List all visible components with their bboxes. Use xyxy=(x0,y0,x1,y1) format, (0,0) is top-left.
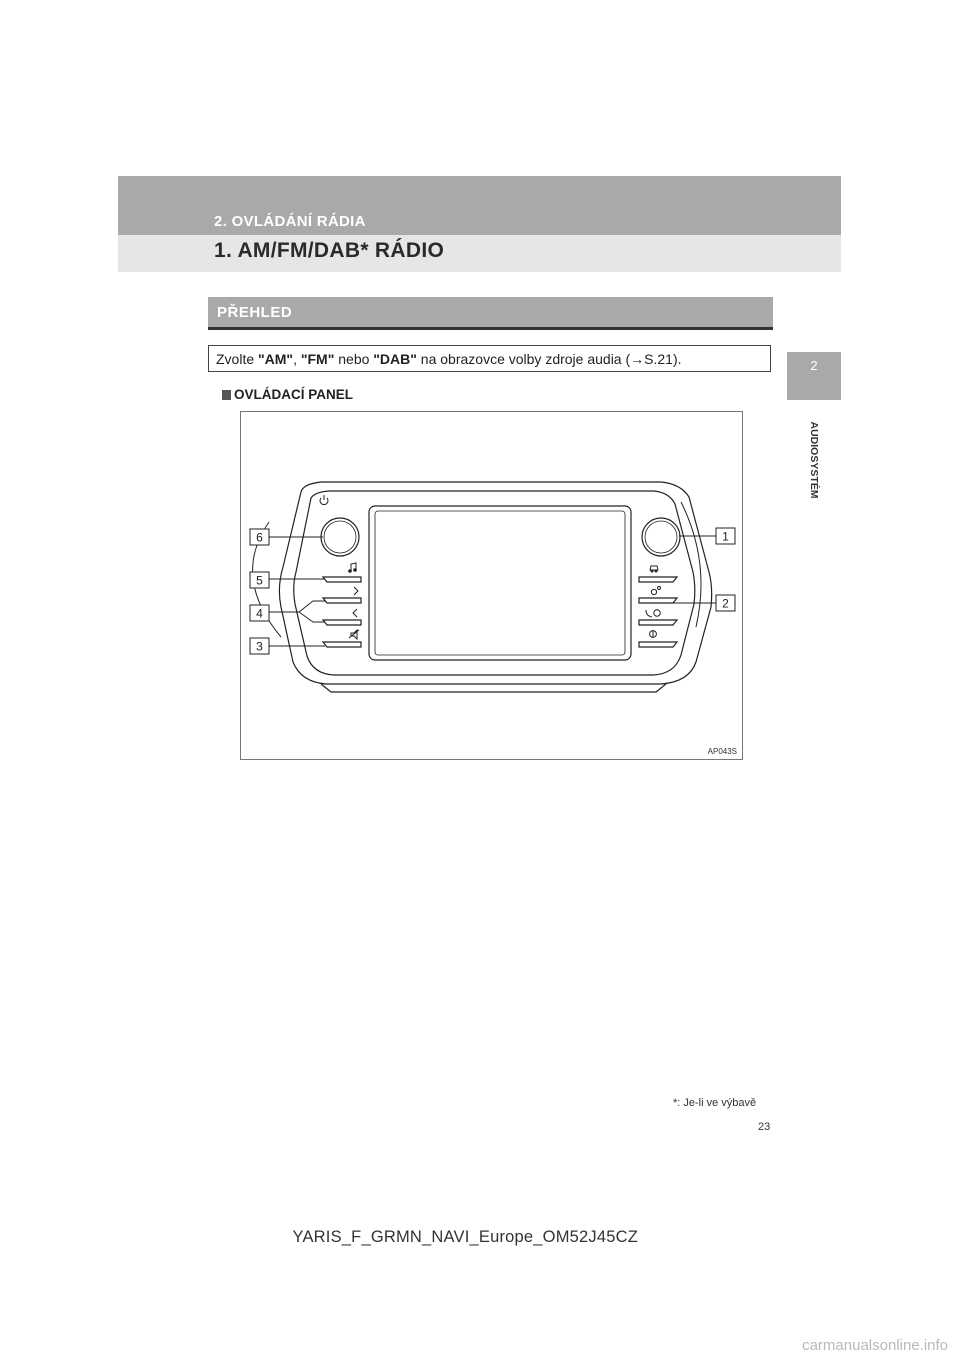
leader-4 xyxy=(269,600,325,623)
header-top-bar xyxy=(118,176,841,235)
right-button-3 xyxy=(638,619,679,626)
chapter-side-label-text: AUDIOSYSTÉM xyxy=(808,421,820,499)
callout-box-4 xyxy=(249,604,270,622)
right-arc xyxy=(680,501,702,628)
right-button-1 xyxy=(638,576,679,583)
section-rule xyxy=(208,327,773,330)
subheading: OVLÁDACÍ PANEL xyxy=(222,387,353,402)
footnote: *: Je-li ve výbavě xyxy=(673,1097,757,1109)
mute-icon xyxy=(348,628,360,641)
callout-box-1 xyxy=(715,527,736,545)
figure-code: AP043S xyxy=(707,747,737,756)
left-button-2 xyxy=(321,597,362,604)
panel-inner-outline xyxy=(293,490,696,676)
left-button-4 xyxy=(321,641,362,648)
music-note-icon xyxy=(348,562,357,573)
right-button-2 xyxy=(638,597,679,604)
panel-outline xyxy=(278,481,713,685)
phone-icon xyxy=(645,609,661,618)
document-code: YARIS_F_GRMN_NAVI_Europe_OM52J45CZ xyxy=(292,1228,638,1246)
section-heading: PŘEHLED xyxy=(208,297,773,328)
left-button-1 xyxy=(321,576,362,583)
callout-label-5: 5 xyxy=(256,574,263,588)
callout-box-3 xyxy=(249,637,270,655)
control-panel-illustration: 6 5 4 3 1 2 xyxy=(249,481,736,693)
callout-label-1: 1 xyxy=(722,530,729,544)
watermark: carmanualsonline.info xyxy=(802,1337,948,1354)
option-dab: "DAB" xyxy=(373,351,417,367)
control-panel-figure: 6 5 4 3 1 2 AP043S xyxy=(240,411,743,760)
seek-forward-icon xyxy=(353,586,359,596)
chapter-label: 2. OVLÁDÁNÍ RÁDIA xyxy=(214,213,366,230)
subheading-text: OVLÁDACÍ PANEL xyxy=(234,387,354,402)
instruction-suffix: na obrazovce volby zdroje audia (→S.21). xyxy=(416,351,682,367)
power-icon xyxy=(319,495,329,506)
header-band: 2. OVLÁDÁNÍ RÁDIA 1. AM/FM/DAB* RÁDIO xyxy=(118,176,841,272)
panel-chin xyxy=(320,683,667,693)
callout-label-6: 6 xyxy=(256,531,263,545)
car-icon xyxy=(649,565,659,573)
left-knob-ring xyxy=(323,520,357,554)
chapter-tab-number: 2 xyxy=(810,358,818,373)
callout-label-3: 3 xyxy=(256,640,263,654)
page-number: 23 xyxy=(758,1121,771,1133)
left-button-3 xyxy=(321,619,362,626)
right-button-4 xyxy=(638,641,679,648)
option-am: "AM" xyxy=(258,351,294,367)
callout-label-2: 2 xyxy=(722,597,729,611)
chapter-tab: 2 xyxy=(787,352,841,400)
settings-icon xyxy=(650,586,661,596)
left-knob xyxy=(320,517,360,557)
option-fm: "FM" xyxy=(300,351,335,367)
right-knob xyxy=(641,517,681,557)
right-knob-ring xyxy=(644,520,678,554)
seek-back-icon xyxy=(352,608,358,618)
chapter-side-label: AUDIOSYSTÉM xyxy=(799,410,829,510)
callout-box-2 xyxy=(715,594,736,612)
instruction-box: Zvolte "AM", "FM" nebo "DAB" na obrazovc… xyxy=(208,345,771,372)
callout-box-5 xyxy=(249,571,270,589)
display-screen xyxy=(368,505,632,661)
section-heading-text: PŘEHLED xyxy=(217,304,293,321)
navigation-icon xyxy=(649,630,657,638)
page-title: 1. AM/FM/DAB* RÁDIO xyxy=(214,239,445,262)
callout-label-4: 4 xyxy=(256,607,263,621)
callout-box-6 xyxy=(249,528,270,546)
instruction-text: Zvolte "AM", "FM" nebo "DAB" na obrazovc… xyxy=(216,351,682,367)
display-screen-inner xyxy=(374,510,626,656)
square-bullet-icon xyxy=(222,390,231,400)
